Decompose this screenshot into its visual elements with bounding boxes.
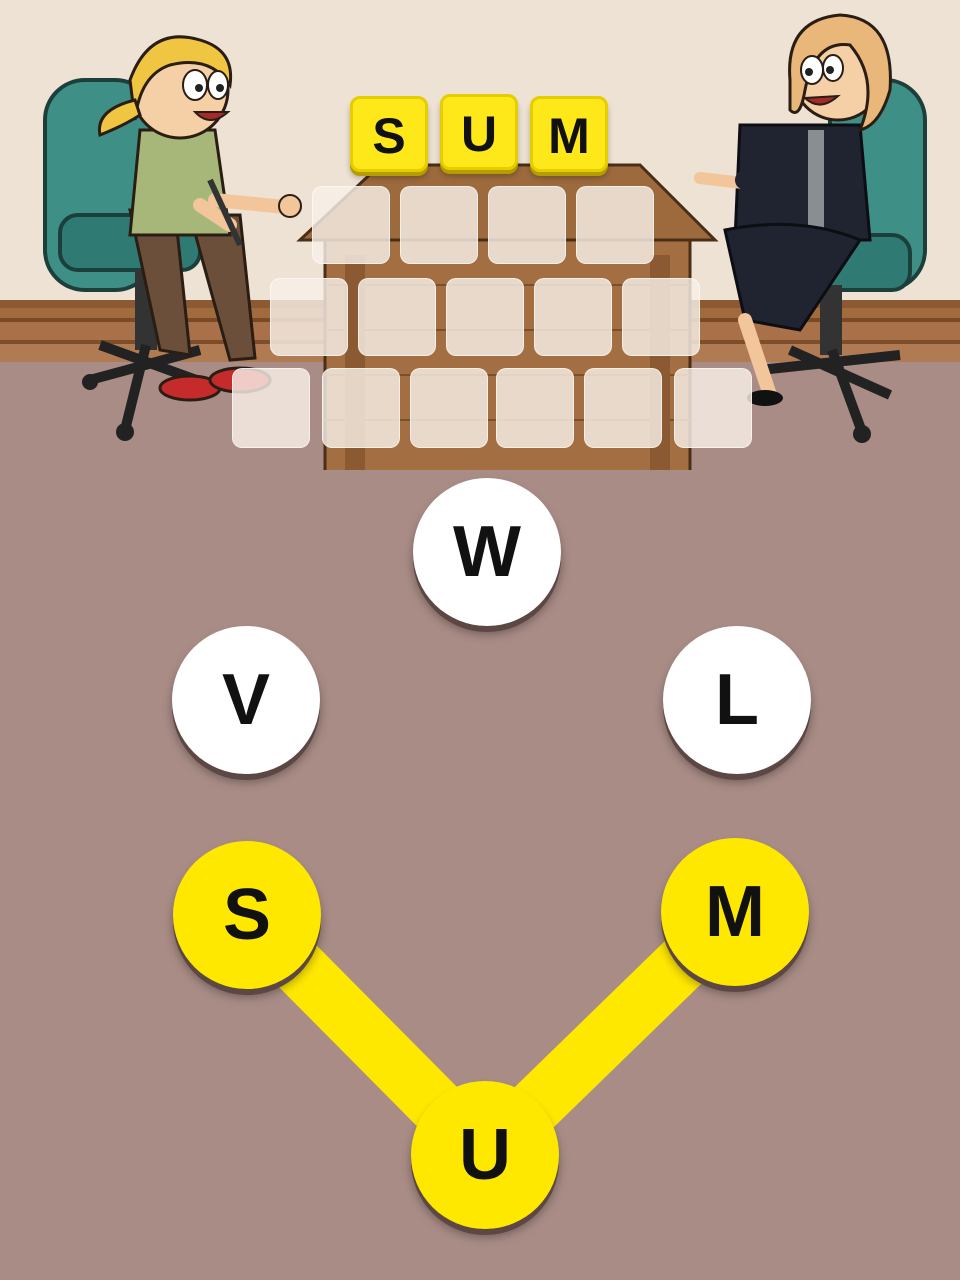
- letter-button-s[interactable]: S: [173, 841, 321, 989]
- letter-button-l[interactable]: L: [663, 626, 811, 774]
- empty-tile: [488, 186, 566, 264]
- empty-tile: [622, 278, 700, 356]
- empty-tile: [358, 278, 436, 356]
- empty-tile: [400, 186, 478, 264]
- answer-tile-3: M: [530, 96, 608, 172]
- empty-tile: [674, 368, 752, 448]
- empty-tile: [584, 368, 662, 448]
- empty-tile: [446, 278, 524, 356]
- empty-tile: [576, 186, 654, 264]
- right-character: [694, 13, 892, 406]
- letter-button-m[interactable]: M: [661, 838, 809, 986]
- letter-button-u[interactable]: U: [411, 1081, 559, 1229]
- answer-tile-2: U: [440, 94, 518, 170]
- answer-tile-1: S: [350, 96, 428, 172]
- left-character: [97, 35, 302, 402]
- empty-tile: [496, 368, 574, 448]
- empty-tile: [270, 278, 348, 356]
- letter-button-w[interactable]: W: [413, 478, 561, 626]
- empty-tile: [322, 368, 400, 448]
- empty-tile: [312, 186, 390, 264]
- empty-tile: [410, 368, 488, 448]
- letter-button-v[interactable]: V: [172, 626, 320, 774]
- empty-tile: [232, 368, 310, 448]
- empty-tile: [534, 278, 612, 356]
